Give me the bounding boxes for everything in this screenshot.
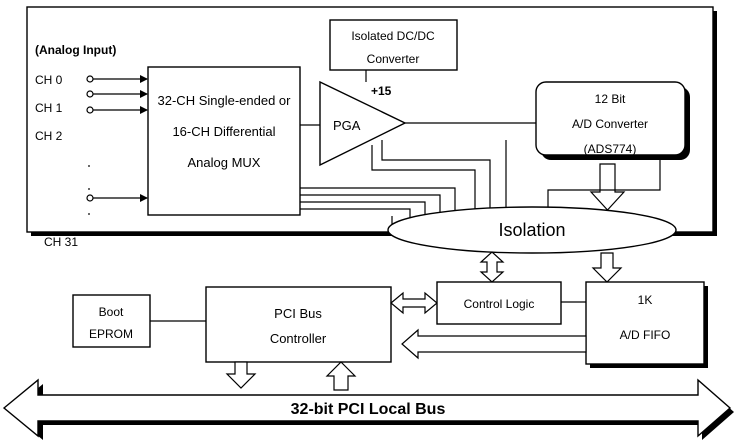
channel-label-31: CH 31 (44, 235, 78, 249)
boot-label-line2: EPROM (89, 327, 133, 341)
supply-voltage-label: +15 (371, 84, 392, 98)
pga-amplifier: PGA (319, 80, 407, 167)
mux-label-line2: 16-CH Differential (172, 124, 275, 139)
channel-label-2: CH 2 (35, 129, 63, 143)
channel-label-0: CH 0 (35, 73, 63, 87)
channel-label-1: CH 1 (35, 101, 63, 115)
boot-eprom-block: Boot EPROM (72, 294, 151, 348)
pci-bus-controller-block: PCI Bus Controller (205, 286, 392, 363)
pci-controller-label-line2: Controller (270, 331, 327, 346)
adc-label-line2: A/D Converter (572, 117, 648, 131)
channel-input-arrows (86, 75, 148, 202)
dcdc-converter-block: Isolated DC/DC Converter (329, 19, 458, 71)
fifo-block: 1K A/D FIFO (585, 281, 708, 368)
fifo-label-line1: 1K (638, 293, 653, 307)
pci-to-bus-arrow (225, 361, 257, 389)
adc-to-isolation-arrow (589, 163, 626, 211)
fifo-to-pci-arrow (401, 328, 587, 360)
analog-mux-block: 32-CH Single-ended or 16-CH Differential… (147, 66, 301, 216)
mux-label-line1: 32-CH Single-ended or (158, 93, 292, 108)
boot-label-line1: Boot (99, 305, 124, 319)
pga-label: PGA (333, 118, 361, 133)
pci-local-bus: 32-bit PCI Local Bus (2, 378, 734, 440)
dcdc-label-line2: Converter (367, 52, 420, 66)
mux-label-line3: Analog MUX (188, 155, 261, 170)
control-logic-label: Control Logic (464, 297, 535, 311)
isolation-label: Isolation (498, 220, 565, 240)
adc-label-line1: 12 Bit (595, 92, 626, 106)
isolation-barrier: Isolation (387, 206, 677, 254)
control-logic-block: Control Logic (436, 281, 562, 325)
control-signal-lines (300, 140, 661, 232)
isolation-to-fifo-arrow (591, 252, 623, 283)
isolation-control-arrow (479, 251, 505, 283)
pci-control-arrow (390, 291, 438, 315)
analog-input-title: (Analog Input) (35, 43, 116, 57)
channel-ellipsis-dots (88, 165, 90, 215)
pci-local-bus-label: 32-bit PCI Local Bus (291, 401, 446, 418)
bus-to-pci-arrow (325, 361, 357, 391)
pci-controller-label-line1: PCI Bus (274, 306, 322, 321)
dcdc-label-line1: Isolated DC/DC (351, 29, 435, 43)
adc-label-line3: (ADS774) (584, 142, 637, 156)
adc-block: 12 Bit A/D Converter (ADS774) (535, 81, 690, 160)
fifo-label-line2: A/D FIFO (620, 328, 671, 342)
